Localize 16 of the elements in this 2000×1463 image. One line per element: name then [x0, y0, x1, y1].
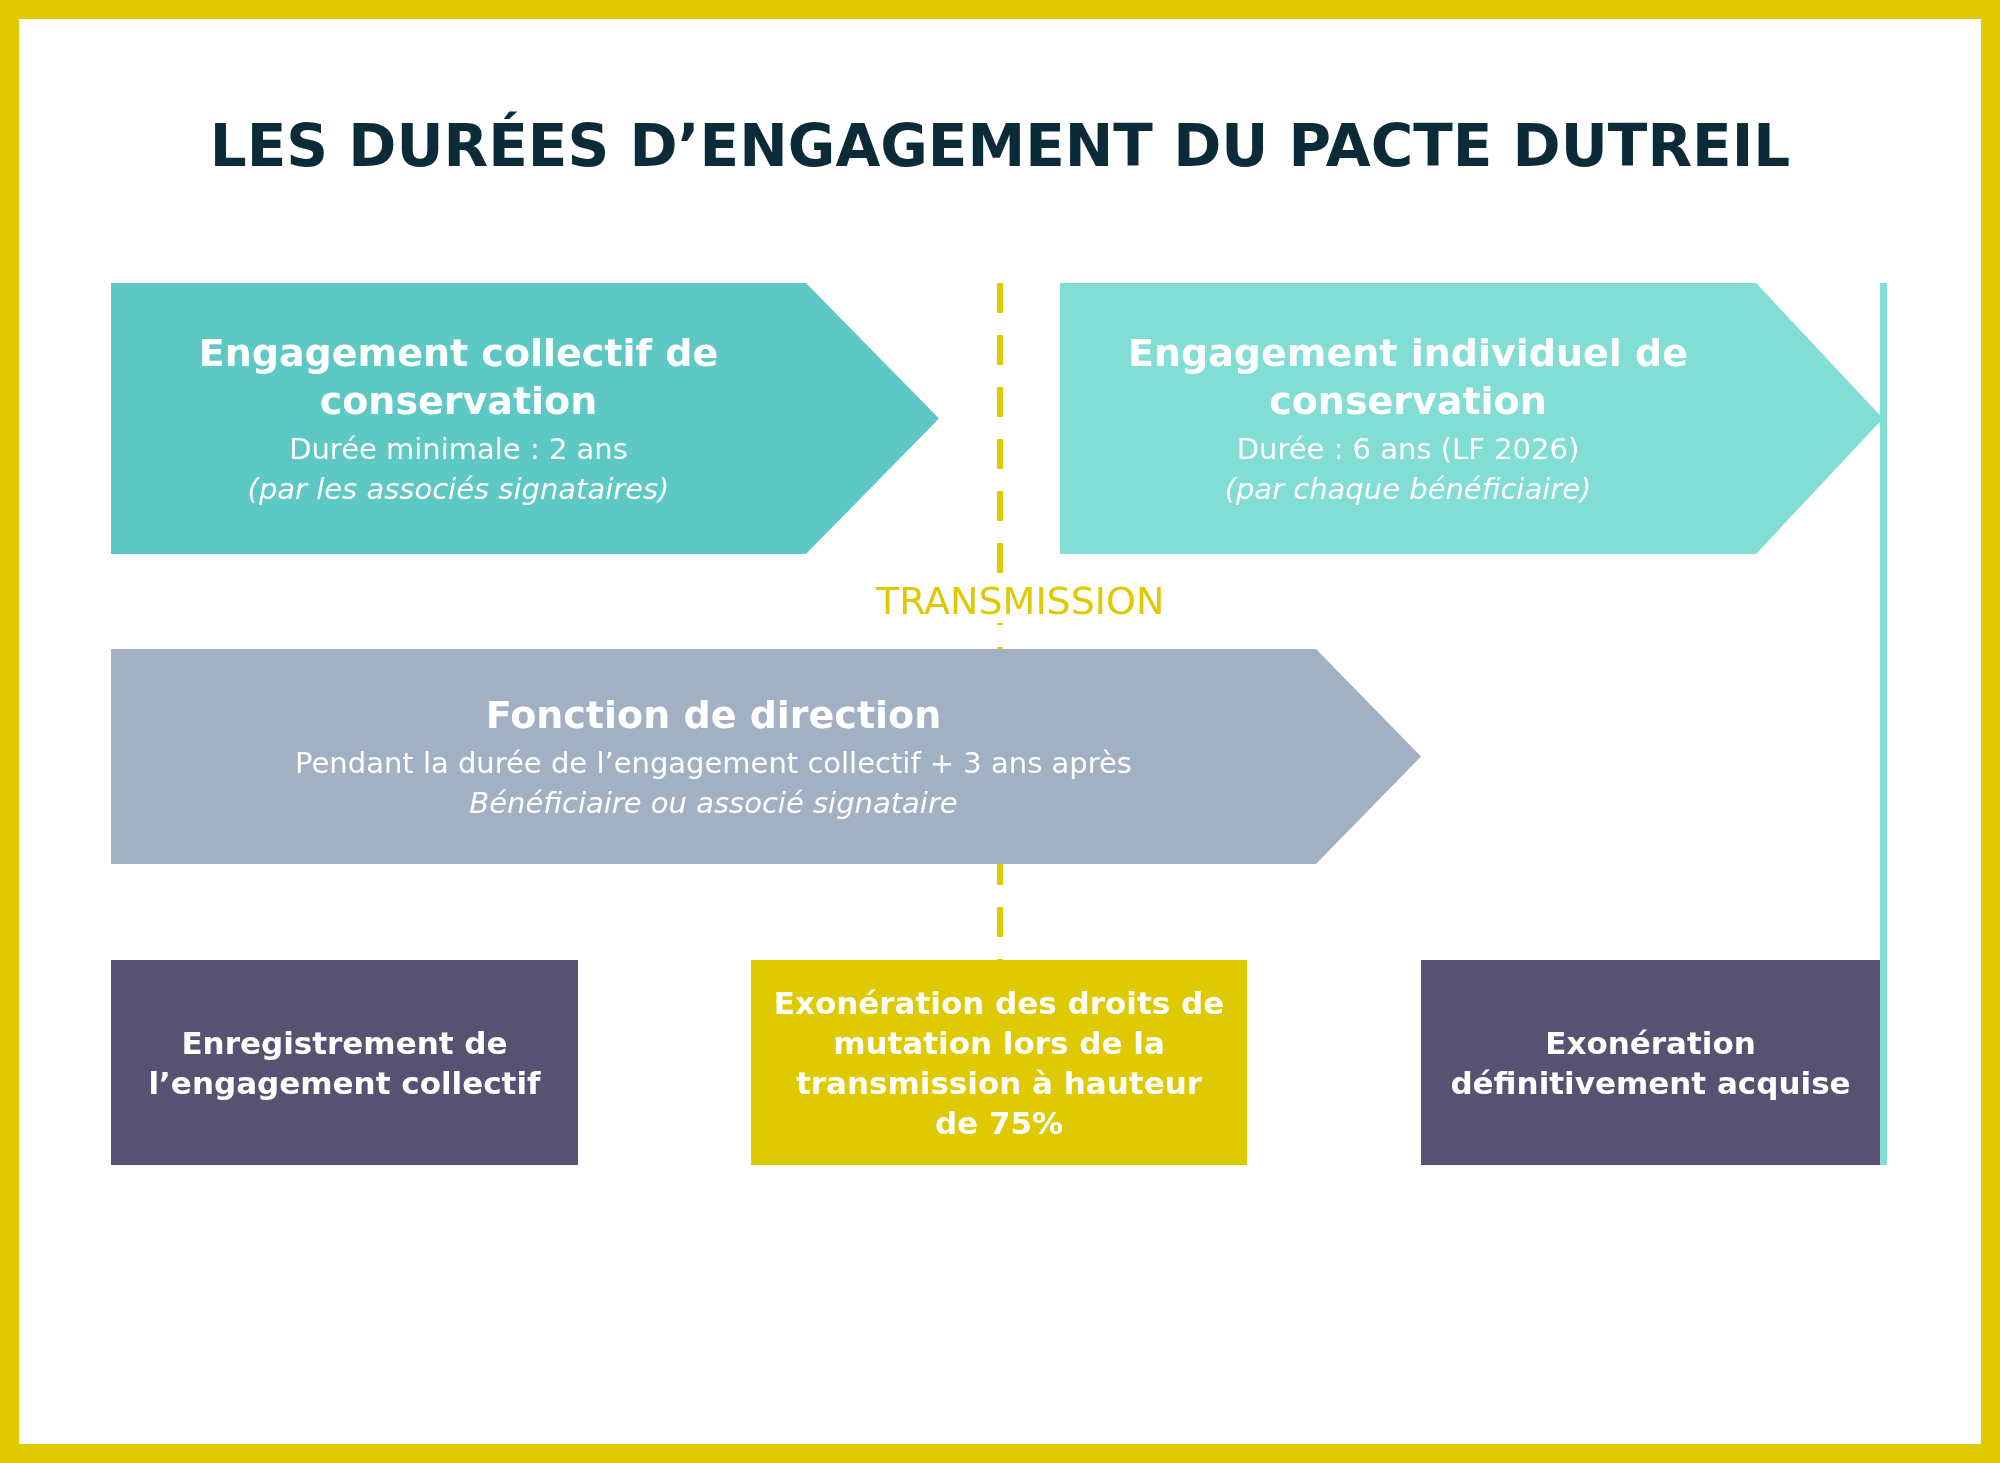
heading: Engagement individuel de conservation [1127, 329, 1689, 425]
title: LES DURÉES D’ENGAGEMENT DU PACTE DUTREIL [208, 112, 1792, 180]
body-text: Durée minimale : 2 ans [289, 430, 628, 468]
info-box [1421, 960, 1880, 1165]
heading: Engagement collectif de conservation [197, 329, 720, 425]
box-text: Enregistrement de l’engagement collectif [147, 1023, 542, 1103]
body-text: Pendant la durée de l’engagement collectif + 3 ans après [295, 744, 1132, 782]
info-box [111, 960, 578, 1165]
note-text: (par chaque bénéficiaire) [1224, 470, 1592, 508]
info-box [751, 960, 1247, 1165]
body-text: Durée : 6 ans (LF 2026) [1236, 430, 1580, 468]
note-text: (par les associés signataires) [247, 470, 670, 508]
note-text: Bénéficiaire ou associé signataire [469, 784, 958, 822]
box-text: Exonération définitivement acquise [1449, 1023, 1852, 1103]
heading: Fonction de direction [485, 691, 942, 739]
box-text: Exonération des droits de mutation lors de la transmission à hauteur de 75% [772, 983, 1226, 1143]
